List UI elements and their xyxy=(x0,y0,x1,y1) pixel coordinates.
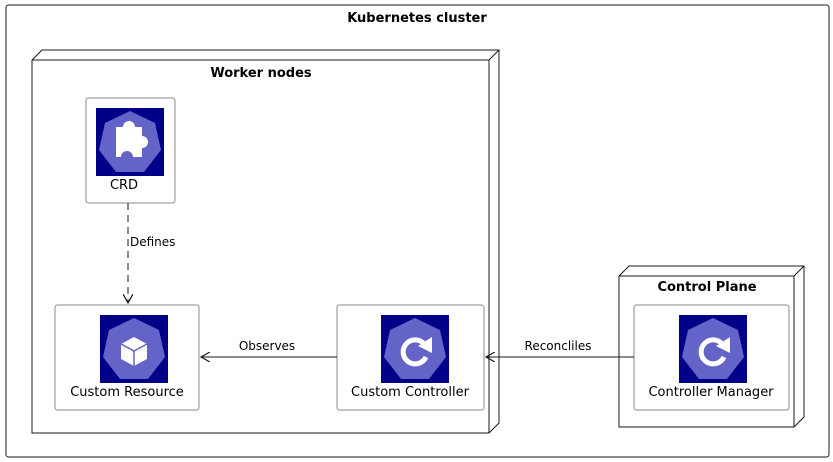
custom-controller-component[interactable]: Custom Controller xyxy=(336,304,485,411)
custom-resource-component[interactable]: Custom Resource xyxy=(54,304,200,411)
control-plane-title: Control Plane xyxy=(657,280,756,295)
custom-resource-label: Custom Resource xyxy=(70,385,184,400)
puzzle-piece-icon xyxy=(96,108,164,176)
worker-nodes-title: Worker nodes xyxy=(210,66,312,81)
defines-edge-label: Defines xyxy=(130,235,175,249)
observes-edge-label: Observes xyxy=(239,339,295,353)
observes-edge: Observes xyxy=(201,339,337,357)
cluster-title: Kubernetes cluster xyxy=(347,11,487,26)
custom-controller-label: Custom Controller xyxy=(351,385,470,400)
reconciles-edge-label: Reconcliles xyxy=(525,339,592,353)
controller-manager-component[interactable]: Controller Manager xyxy=(633,304,790,411)
controller-manager-label: Controller Manager xyxy=(648,385,774,400)
sync-arrow-icon xyxy=(381,315,449,383)
reconciles-edge: Reconcliles xyxy=(486,339,634,357)
crd-component[interactable]: CRD xyxy=(85,97,176,204)
crd-label: CRD xyxy=(110,178,138,193)
defines-edge: Defines xyxy=(128,203,175,303)
cube-icon xyxy=(100,315,168,383)
sync-arrow-icon xyxy=(679,315,747,383)
